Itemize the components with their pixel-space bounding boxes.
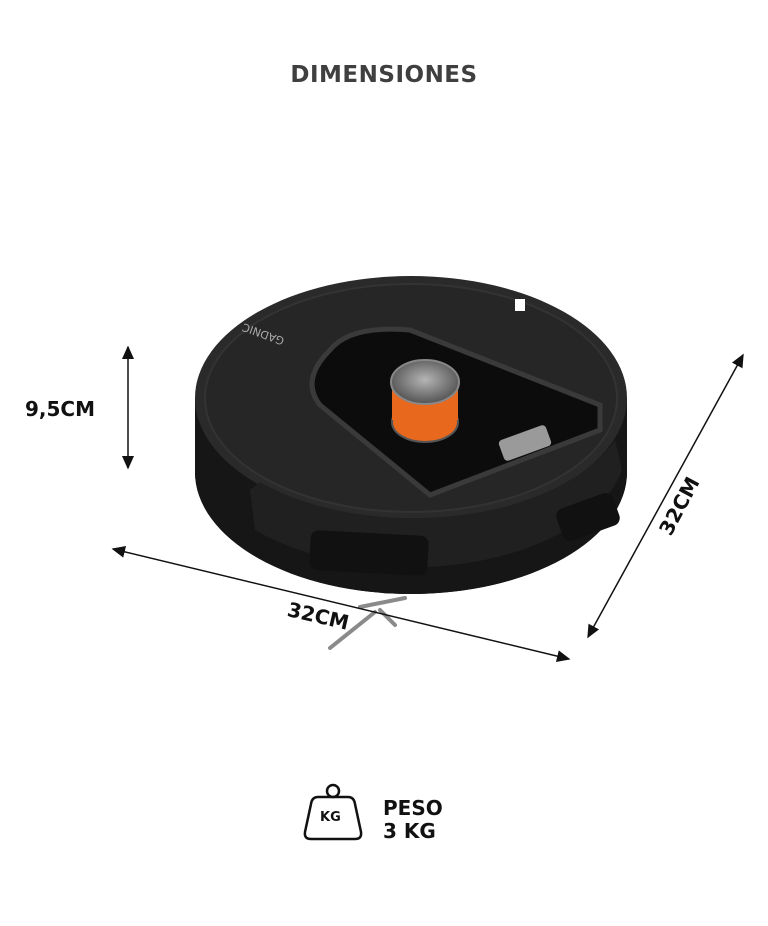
height-label: 9,5CM [25,397,96,421]
weight-icon-text: KG [320,810,341,825]
width-arrow [111,545,571,663]
robot-vacuum: GADNIC [195,276,627,594]
weight-label: PESO [383,796,443,820]
weight-kg-icon [303,783,363,841]
page-title: DIMENSIONES [290,62,478,88]
weight-info: PESO 3 KG [383,797,443,843]
weight-value: 3 KG [383,819,436,843]
depth-arrow [587,353,744,639]
